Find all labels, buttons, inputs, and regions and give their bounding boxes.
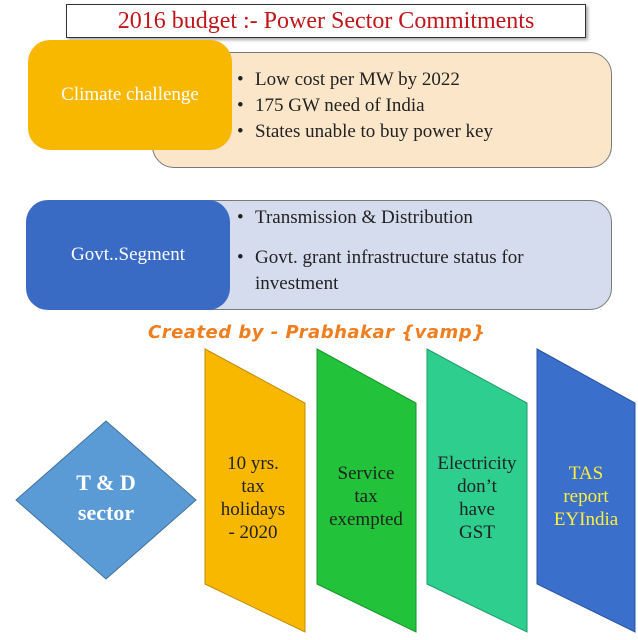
- list-item: •Transmission & Distribution: [237, 207, 473, 228]
- td-sector-label-line1: T & D: [76, 470, 136, 495]
- climate-detail-box: •Low cost per MW by 2022 •175 GW need of…: [152, 52, 612, 168]
- td-sector-diamond: [15, 420, 197, 580]
- list-item: •175 GW need of India: [237, 95, 425, 116]
- tas-report-chevron: [536, 348, 636, 633]
- electricity-gst-line4: GST: [459, 522, 495, 543]
- climate-challenge-label: Climate challenge: [61, 84, 199, 105]
- electricity-gst-line1: Electricity: [437, 453, 517, 474]
- climate-challenge-tile: Climate challenge: [28, 40, 232, 150]
- service-tax-chevron: [316, 348, 417, 633]
- electricity-gst-chevron: [426, 348, 528, 633]
- govt-segment-tile: Govt..Segment: [26, 200, 230, 310]
- tax-holidays-line3: holidays: [221, 499, 285, 520]
- tas-report-line1: TAS: [569, 463, 603, 484]
- electricity-gst-line3: have: [459, 499, 495, 520]
- tax-holidays-line1: 10 yrs.: [227, 453, 279, 474]
- electricity-gst-line2: don’t: [457, 476, 497, 497]
- page-title: 2016 budget :- Power Sector Commitments: [117, 7, 535, 34]
- td-sector-label-line2: sector: [78, 500, 134, 525]
- tax-holidays-chevron: [204, 348, 306, 633]
- list-item: •Low cost per MW by 2022: [237, 69, 460, 90]
- tas-report-line3: EYIndia: [554, 509, 619, 530]
- govt-bullet-list: •Transmission & Distribution •Govt. gran…: [237, 205, 601, 297]
- service-tax-line3: exempted: [329, 509, 403, 530]
- climate-bullet-list: •Low cost per MW by 2022 •175 GW need of…: [237, 67, 601, 145]
- credit-text: Created by - Prabhakar {vamp}: [148, 322, 486, 343]
- title-box: 2016 budget :- Power Sector Commitments: [66, 4, 586, 38]
- list-item: •Govt. grant infrastructure status for i…: [237, 247, 524, 294]
- tas-report-line2: report: [563, 486, 609, 507]
- service-tax-line2: tax: [354, 486, 378, 507]
- govt-segment-label: Govt..Segment: [71, 244, 185, 265]
- list-item: •States unable to buy power key: [237, 121, 493, 142]
- service-tax-line1: Service: [338, 463, 395, 484]
- tax-holidays-line2: tax: [241, 476, 265, 497]
- tax-holidays-line4: - 2020: [228, 522, 277, 543]
